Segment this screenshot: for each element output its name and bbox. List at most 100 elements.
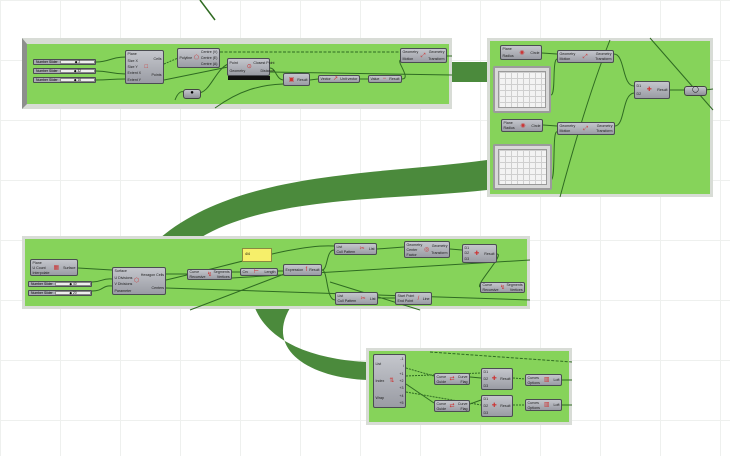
output-param[interactable]: Centers [151, 285, 165, 290]
output-param[interactable]: Line [422, 296, 430, 301]
output-param[interactable]: Geometry [428, 50, 445, 55]
input-param[interactable]: Wrap [375, 396, 385, 401]
input-param[interactable]: Radius [502, 53, 514, 58]
output-param[interactable]: Geometry [431, 243, 448, 248]
input-param[interactable]: Cull Pattern [337, 299, 357, 304]
input-param[interactable]: Polyline [179, 56, 193, 60]
number-slider[interactable]: Number Slider◆ 32 [33, 68, 96, 74]
slider-value[interactable]: ◆ 32 [60, 69, 95, 73]
input-param[interactable]: List [375, 361, 382, 366]
output-param[interactable]: Segments [213, 270, 230, 275]
slider-value[interactable]: ◆ 40 [55, 282, 91, 286]
input-param[interactable]: Recursive [482, 287, 499, 292]
output-param[interactable]: Transform [596, 129, 613, 134]
input-param[interactable]: Extent Y [127, 77, 142, 82]
number-slider[interactable]: Number Slider◆ 2 [33, 59, 96, 65]
input-param[interactable]: Plane [502, 47, 512, 52]
input-param[interactable]: Plane [32, 260, 42, 265]
input-param[interactable]: Curve [436, 374, 447, 379]
component-unit-vec[interactable]: Vector↗Unit vector [318, 75, 360, 83]
output-param[interactable]: Length [264, 270, 276, 274]
output-param[interactable]: Centre (A) [200, 62, 218, 66]
output-param[interactable]: Flag [460, 379, 468, 384]
input-param[interactable]: Size Y [127, 64, 138, 69]
component-poly-center[interactable]: Polyline⬠Centre (V)Centre (E)Centre (A) [177, 48, 220, 68]
output-param[interactable]: +3 [399, 386, 404, 391]
output-param[interactable]: Unit vector [340, 77, 358, 81]
input-param[interactable]: Motion [402, 56, 414, 61]
input-param[interactable]: Plane [127, 52, 137, 57]
number-slider[interactable]: Number Slider◆ 16 [33, 77, 96, 83]
input-param[interactable]: Geometry [406, 242, 423, 247]
input-param[interactable]: D1 [636, 84, 642, 88]
input-param[interactable]: Vector [320, 77, 331, 81]
input-param[interactable]: Point [229, 61, 238, 65]
output-param[interactable]: Transform [431, 251, 448, 256]
output-param[interactable]: Result [484, 251, 495, 256]
input-param[interactable]: Geometry [559, 123, 576, 128]
output-param[interactable]: Points [151, 73, 162, 77]
output-param[interactable]: Loft [553, 403, 560, 407]
input-param[interactable]: Motion [559, 57, 571, 62]
yellow-panel[interactable]: 4/4 [242, 248, 272, 262]
input-param[interactable]: D2 [483, 403, 489, 408]
input-param[interactable]: Center [406, 247, 418, 252]
output-param[interactable]: Surface [63, 265, 76, 270]
input-param[interactable]: Radius [503, 126, 515, 131]
output-param[interactable]: Distance [260, 69, 275, 73]
input-param[interactable]: D3 [464, 257, 470, 262]
component-length[interactable]: Crv⊢Length [240, 268, 278, 276]
output-param[interactable]: Hexagon Cells [140, 272, 165, 277]
input-param[interactable]: Extent X [127, 71, 142, 76]
input-param[interactable]: Expression [285, 268, 304, 272]
output-param[interactable]: Result [657, 88, 668, 92]
input-param[interactable]: V Divisions [114, 282, 133, 287]
input-param[interactable]: Crv [242, 270, 249, 274]
output-param[interactable]: +2 [399, 378, 404, 383]
output-param[interactable]: Geometry [595, 51, 612, 56]
output-param[interactable]: List [369, 296, 376, 301]
input-param[interactable]: Guide [436, 406, 447, 411]
output-param[interactable]: Transform [428, 56, 445, 61]
input-param[interactable]: Geometry [229, 69, 246, 73]
input-param[interactable]: Curve [482, 283, 493, 288]
output-param[interactable]: Result [500, 404, 511, 408]
input-param[interactable]: Options [527, 380, 540, 385]
output-param[interactable]: Vertices [509, 287, 523, 292]
input-param[interactable]: U Count [32, 265, 46, 270]
input-param[interactable]: D1 [483, 370, 489, 375]
component-bool[interactable]: ▣Result [283, 73, 310, 86]
slider-value[interactable]: ◆ 2 [60, 60, 95, 64]
output-param[interactable]: Closest Point [253, 61, 275, 65]
input-param[interactable]: D2 [464, 251, 470, 256]
output-param[interactable]: +4 [399, 393, 404, 398]
input-param[interactable]: Geometry [559, 51, 576, 56]
input-param[interactable]: Cull Pattern [336, 249, 356, 254]
input-param[interactable]: List [336, 244, 343, 249]
input-param[interactable]: D1 [464, 245, 470, 250]
component-negate[interactable]: Value−Result [368, 75, 402, 83]
input-param[interactable]: Interpolate [32, 270, 50, 275]
output-param[interactable]: +5 [399, 401, 404, 406]
output-param[interactable]: Geometry [596, 123, 613, 128]
input-param[interactable]: Parameter [114, 288, 132, 293]
number-slider[interactable]: Number Slider◆ 20 [28, 290, 92, 296]
input-param[interactable]: D2 [636, 92, 642, 96]
output-param[interactable]: Circle [531, 123, 541, 128]
output-param[interactable]: Transform [595, 57, 612, 62]
